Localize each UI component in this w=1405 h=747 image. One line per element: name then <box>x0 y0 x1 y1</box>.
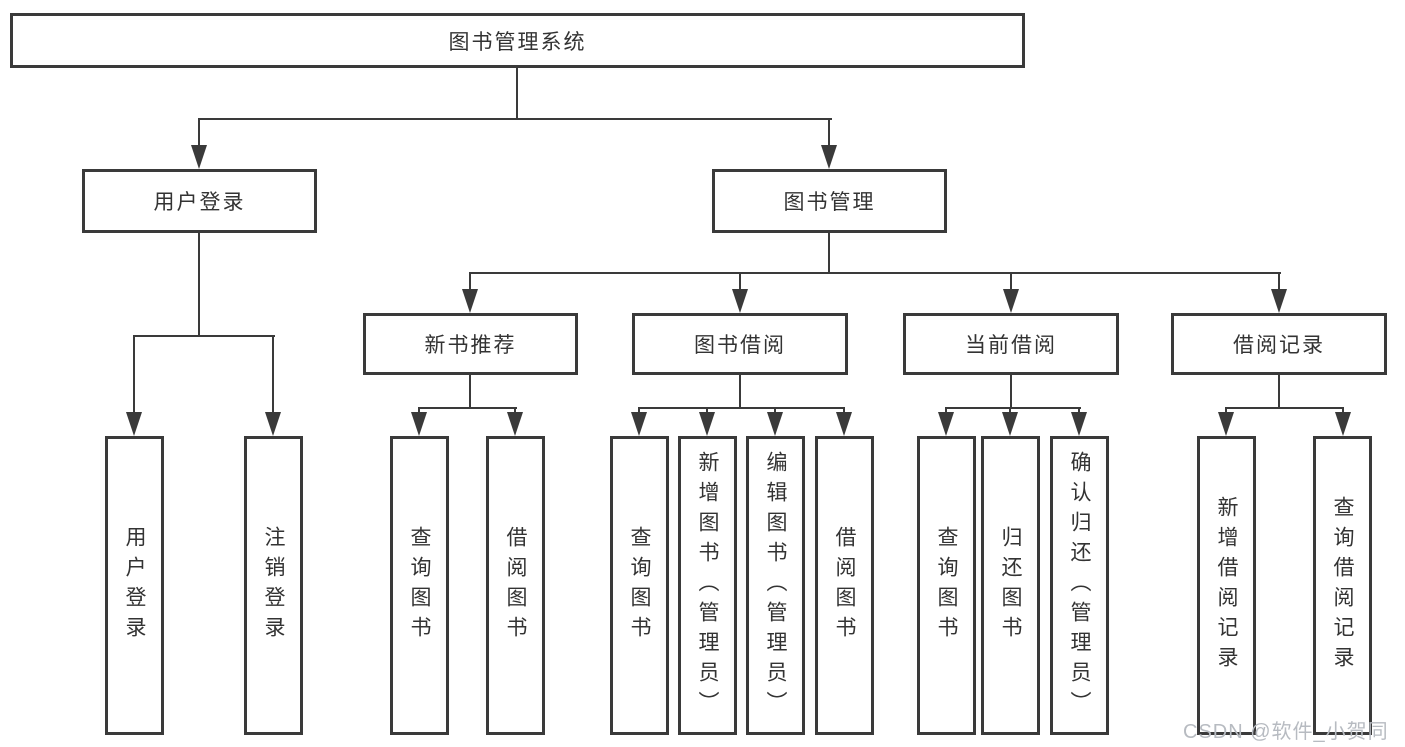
leaf-br-query-record-label: 查询借阅记录 <box>1331 495 1354 676</box>
edge-new-book-split <box>418 407 517 409</box>
arrowhead-nbr-borrow <box>507 412 523 436</box>
edge-book-borrow-split <box>638 407 845 409</box>
leaf-user-login: 用户登录 <box>105 436 164 735</box>
leaf-bb-edit-book-admin: 编辑图书（管理员） <box>746 436 805 735</box>
edge-current-borrow-split <box>945 407 1081 409</box>
edge-book-mgmt-split <box>469 272 1281 274</box>
edge-borrow-record-trunk <box>1278 375 1280 409</box>
arrowhead-bb-borrow <box>836 412 852 436</box>
node-book-borrowing: 图书借阅 <box>632 313 848 375</box>
leaf-nbr-borrow-book-label: 借阅图书 <box>504 525 527 646</box>
edge-current-borrow-trunk <box>1010 375 1012 409</box>
leaf-user-login-label: 用户登录 <box>123 525 146 646</box>
leaf-logout-label: 注销登录 <box>262 525 285 646</box>
node-current-borrowing: 当前借阅 <box>903 313 1119 375</box>
leaf-bb-query-book-label: 查询图书 <box>628 525 651 646</box>
leaf-cb-return-book-label: 归还图书 <box>999 525 1022 646</box>
leaf-bb-add-book-admin-label: 新增图书（管理员） <box>696 450 719 721</box>
arrowhead-book-mgmt <box>821 145 837 169</box>
edge-to-book-mgmt <box>828 118 830 148</box>
leaf-bb-edit-book-admin-label: 编辑图书（管理员） <box>764 450 787 721</box>
leaf-bb-add-book-admin: 新增图书（管理员） <box>678 436 737 735</box>
leaf-cb-query-book-label: 查询图书 <box>935 525 958 646</box>
arrowhead-bb-query <box>631 412 647 436</box>
leaf-cb-confirm-return-admin: 确认归还（管理员） <box>1050 436 1109 735</box>
arrowhead-leaf-user-login <box>126 412 142 436</box>
edge-book-borrow-trunk <box>739 375 741 409</box>
leaf-bb-borrow-book: 借阅图书 <box>815 436 874 735</box>
node-user-login: 用户登录 <box>82 169 317 233</box>
node-library-system: 图书管理系统 <box>10 13 1025 68</box>
csdn-watermark: CSDN @软件_小贺同学 <box>1183 721 1389 743</box>
edge-book-mgmt-trunk <box>828 233 830 274</box>
edge-root-trunk <box>516 68 518 120</box>
node-new-book-recommend: 新书推荐 <box>363 313 578 375</box>
node-book-management: 图书管理 <box>712 169 947 233</box>
arrowhead-book-borrow <box>732 289 748 313</box>
leaf-bb-borrow-book-label: 借阅图书 <box>833 525 856 646</box>
leaf-br-query-record: 查询借阅记录 <box>1313 436 1372 735</box>
leaf-nbr-borrow-book: 借阅图书 <box>486 436 545 735</box>
edge-to-borrow-record <box>1278 272 1280 292</box>
edge-user-login-split <box>133 335 275 337</box>
leaf-br-add-record: 新增借阅记录 <box>1197 436 1256 735</box>
arrowhead-nbr-query <box>411 412 427 436</box>
edge-new-book-trunk <box>469 375 471 409</box>
leaf-cb-return-book: 归还图书 <box>981 436 1040 735</box>
arrowhead-borrow-record <box>1271 289 1287 313</box>
edge-root-split <box>198 118 832 120</box>
leaf-logout: 注销登录 <box>244 436 303 735</box>
edge-to-leaf-user-login <box>133 335 135 415</box>
node-borrowing-records: 借阅记录 <box>1171 313 1387 375</box>
edge-to-book-borrow <box>739 272 741 292</box>
edge-to-current-borrow <box>1010 272 1012 292</box>
leaf-br-add-record-label: 新增借阅记录 <box>1215 495 1238 676</box>
edge-borrow-record-split <box>1225 407 1344 409</box>
edge-to-new-book <box>469 272 471 292</box>
arrowhead-cb-query <box>938 412 954 436</box>
leaf-nbr-query-book-label: 查询图书 <box>408 525 431 646</box>
edge-to-user-login <box>198 118 200 148</box>
arrowhead-br-add <box>1218 412 1234 436</box>
arrowhead-cb-return <box>1002 412 1018 436</box>
edge-user-login-trunk <box>198 233 200 337</box>
arrowhead-cb-confirm <box>1071 412 1087 436</box>
arrowhead-new-book <box>462 289 478 313</box>
leaf-nbr-query-book: 查询图书 <box>390 436 449 735</box>
arrowhead-bb-add <box>699 412 715 436</box>
leaf-bb-query-book: 查询图书 <box>610 436 669 735</box>
arrowhead-current-borrow <box>1003 289 1019 313</box>
leaf-cb-query-book: 查询图书 <box>917 436 976 735</box>
arrowhead-br-query <box>1335 412 1351 436</box>
arrowhead-user-login <box>191 145 207 169</box>
arrowhead-bb-edit <box>767 412 783 436</box>
arrowhead-leaf-logout <box>265 412 281 436</box>
edge-to-leaf-logout <box>272 335 274 415</box>
leaf-cb-confirm-return-admin-label: 确认归还（管理员） <box>1068 450 1091 721</box>
